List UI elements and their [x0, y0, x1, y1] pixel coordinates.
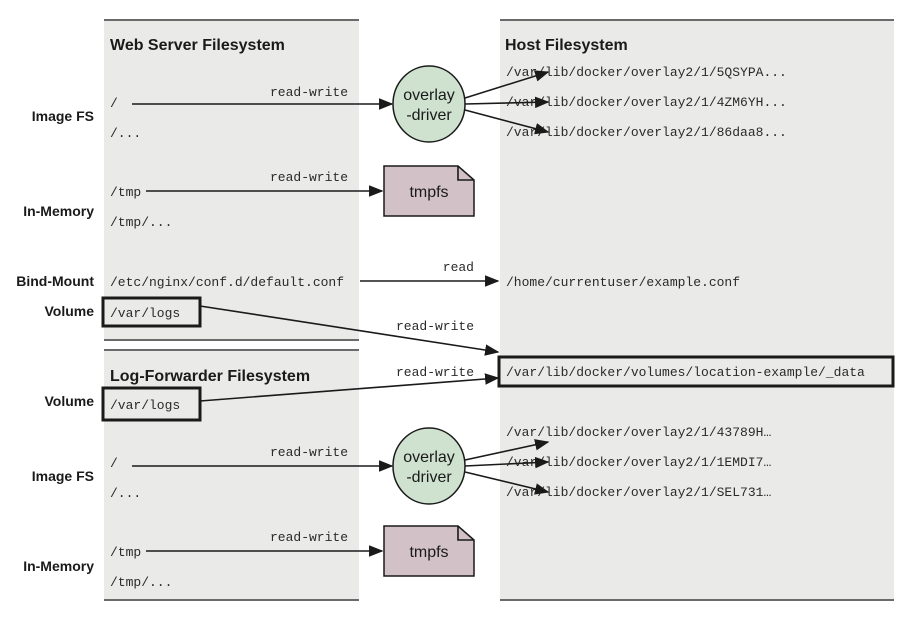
edge-label: read-write [270, 530, 348, 545]
path-root-more: /... [110, 486, 141, 501]
path-tmp: /tmp [110, 545, 141, 560]
tmpfs-node [383, 165, 475, 217]
volume-mount-box [101, 296, 202, 328]
host-path-example-conf: /home/currentuser/example.conf [506, 275, 740, 290]
overlay-driver-label: overlay [403, 87, 455, 104]
host-path-overlay: /var/lib/docker/overlay2/1/1EMDI7… [506, 455, 771, 470]
edge-label: read-write [396, 365, 474, 380]
edge-overlay-layer [464, 109, 550, 135]
row-label-in-memory: In-Memory [23, 203, 94, 219]
path-tmp: /tmp [110, 185, 141, 200]
path-root: / [110, 456, 118, 471]
tmpfs-fold [457, 166, 474, 181]
edge-volume [199, 373, 500, 402]
volume-data-box [497, 355, 895, 388]
row-label-image-fs: Image FS [32, 468, 94, 484]
overlay-driver-label: -driver [406, 469, 452, 486]
edge-overlay-layer [464, 471, 550, 495]
volume-mount-box [101, 386, 202, 422]
edge-label: read-write [270, 85, 348, 100]
edge-volume [199, 305, 500, 356]
overlay-driver-label: overlay [403, 449, 455, 466]
host-panel [500, 20, 894, 600]
row-label-volume: Volume [44, 303, 94, 319]
row-label-in-memory: In-Memory [23, 558, 94, 574]
overlay-driver-label: -driver [406, 107, 452, 124]
overlay-driver-node [392, 427, 466, 505]
edge-label: read-write [396, 319, 474, 334]
host-path-overlay: /var/lib/docker/overlay2/1/5QSYPA... [506, 65, 787, 80]
path-root: / [110, 96, 118, 111]
path-root-more: /... [110, 126, 141, 141]
web-server-panel [104, 20, 359, 340]
edge-overlay-layer [464, 96, 550, 109]
host-path-overlay: /var/lib/docker/overlay2/1/SEL731… [506, 485, 771, 500]
edge-label: read-write [270, 170, 348, 185]
path-tmp-more: /tmp/... [110, 575, 172, 590]
tmpfs-label: tmpfs [409, 184, 448, 201]
tmpfs-label: tmpfs [409, 544, 448, 561]
path-nginx-conf: /etc/nginx/conf.d/default.conf [110, 275, 344, 290]
edge-overlay-layer [464, 70, 550, 99]
overlay-driver-node [392, 65, 466, 143]
tmpfs-fold [457, 526, 474, 541]
row-label-bind-mount: Bind-Mount [16, 273, 94, 289]
edge-overlay-layer [464, 439, 550, 461]
path-var-logs: /var/logs [110, 398, 180, 413]
host-path-overlay: /var/lib/docker/overlay2/1/43789H… [506, 425, 771, 440]
host-path-volume-data: /var/lib/docker/volumes/location-example… [506, 365, 865, 380]
tmpfs-node [383, 525, 475, 577]
row-label-image-fs: Image FS [32, 108, 94, 124]
path-var-logs: /var/logs [110, 306, 180, 321]
host-title: Host Filesystem [505, 37, 628, 54]
web-server-title: Web Server Filesystem [110, 37, 285, 54]
edge-label: read-write [270, 445, 348, 460]
path-tmp-more: /tmp/... [110, 215, 172, 230]
edge-overlay-layer [464, 456, 550, 469]
row-label-volume: Volume [44, 393, 94, 409]
log-forwarder-title: Log-Forwarder Filesystem [110, 368, 310, 385]
host-path-overlay: /var/lib/docker/overlay2/1/4ZM6YH... [506, 95, 787, 110]
edge-label: read [443, 260, 474, 275]
host-path-overlay: /var/lib/docker/overlay2/1/86daa8... [506, 125, 787, 140]
